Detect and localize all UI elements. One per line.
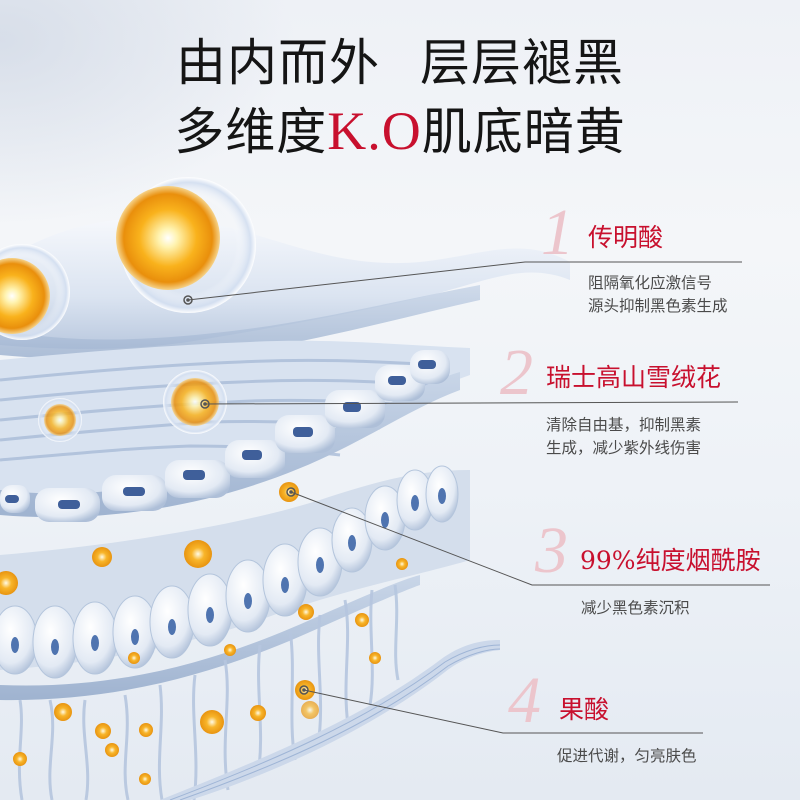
ingredient-name-4: 果酸 <box>559 695 610 724</box>
ingredient-desc-4-line-1: 促进代谢，匀亮肤色 <box>557 747 697 765</box>
ingredient-desc-4: 促进代谢，匀亮肤色 <box>557 745 697 768</box>
ingredient-name-1: 传明酸 <box>588 223 664 252</box>
ingredient-desc-1: 阻隔氧化应激信号 源头抑制黑色素生成 <box>588 272 728 318</box>
ingredient-name-2: 瑞士高山雪绒花 <box>546 363 722 392</box>
headline-pre: 多维度 <box>174 103 328 161</box>
ingredient-desc-3-line-1: 减少黑色素沉积 <box>581 599 690 617</box>
ingredient-desc-1-line-1: 阻隔氧化应激信号 <box>588 274 713 292</box>
ingredient-number-2: 2 <box>500 336 533 409</box>
ingredient-number-1: 1 <box>541 196 574 269</box>
headline-post: 肌底暗黄 <box>421 103 626 161</box>
headline-part-1: 由内而外 <box>176 34 380 92</box>
ingredient-number-4: 4 <box>508 664 541 737</box>
ingredient-desc-2-line-2: 生成，减少紫外线伤害 <box>546 439 702 457</box>
headline-highlight-ko: K.O <box>327 101 422 161</box>
headline-part-2: 层层褪黑 <box>420 34 624 92</box>
headline-line-2: 多维度K.O肌底暗黄 <box>0 104 800 158</box>
ingredient-desc-1-line-2: 源头抑制黑色素生成 <box>588 297 728 315</box>
ingredient-number-3: 3 <box>535 514 568 587</box>
ingredient-desc-3: 减少黑色素沉积 <box>581 597 690 620</box>
ingredient-desc-2: 清除自由基，抑制黑素 生成，减少紫外线伤害 <box>546 414 701 460</box>
ingredient-desc-2-line-1: 清除自由基，抑制黑素 <box>546 416 702 434</box>
headline-line-1: 由内而外层层褪黑 <box>0 38 800 88</box>
ingredient-name-3: 99%纯度烟酰胺 <box>580 546 761 575</box>
